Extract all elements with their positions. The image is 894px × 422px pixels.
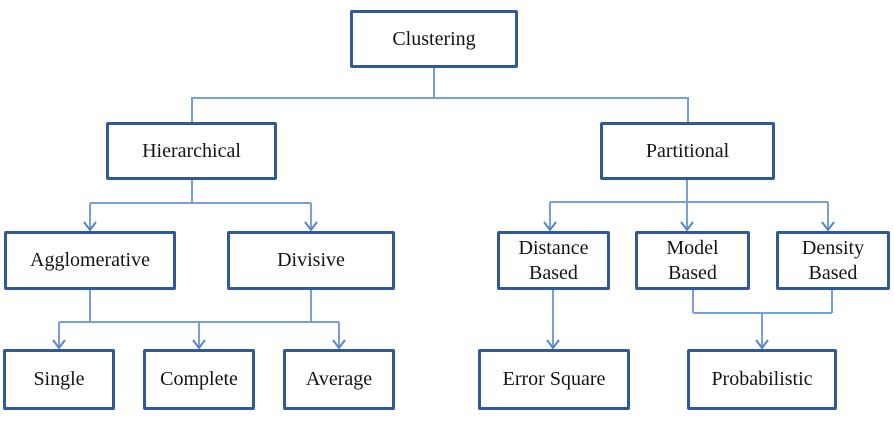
arrowhead-density-based <box>821 221 835 232</box>
edge-clustering-to-children <box>191 68 689 122</box>
arrowhead-divisive <box>304 221 318 232</box>
node-average: Average <box>283 349 395 410</box>
arrowhead-model-based <box>680 221 694 232</box>
edge-model-density-to-probabilistic <box>692 290 833 347</box>
edge-linkage-to-children <box>58 290 340 347</box>
node-clustering: Clustering <box>350 10 518 68</box>
node-divisive: Divisive <box>227 231 395 290</box>
edge-partitional-to-children <box>549 180 829 229</box>
node-single: Single <box>3 349 115 410</box>
node-complete: Complete <box>143 349 255 410</box>
arrowhead-distance-based <box>543 221 557 232</box>
node-probabilistic: Probabilistic <box>687 349 837 410</box>
arrowhead-error-square <box>546 339 560 350</box>
arrowhead-complete <box>192 339 206 350</box>
node-partitional: Partitional <box>600 122 775 180</box>
node-agglomerative: Agglomerative <box>4 231 176 290</box>
node-model-based: Model Based <box>635 231 750 290</box>
arrowhead-probabilistic <box>755 339 769 350</box>
arrowhead-single <box>52 339 66 350</box>
node-error-square: Error Square <box>478 349 630 410</box>
arrowhead-agglomerative <box>83 221 97 232</box>
node-density-based: Density Based <box>776 231 890 290</box>
node-hierarchical: Hierarchical <box>106 122 277 180</box>
arrowhead-average <box>332 339 346 350</box>
edge-hierarchical-to-children <box>89 180 312 229</box>
node-distance-based: Distance Based <box>497 231 610 290</box>
